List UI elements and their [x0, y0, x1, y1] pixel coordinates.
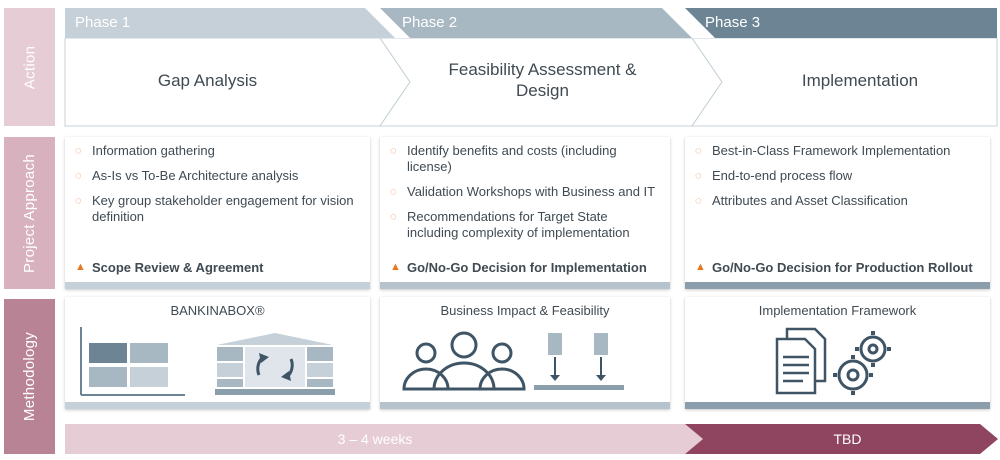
phase-3-action-chevron [691, 38, 998, 127]
bullet-text: Recommendations for Target State includi… [407, 209, 630, 240]
phase-1-method-bar [65, 402, 370, 409]
warning-triangle-icon: ▲ [695, 261, 706, 273]
phase-1-decision-text: Scope Review & Agreement [92, 260, 264, 275]
phase-3-methodology-card: Implementation Framework [685, 297, 990, 409]
warning-triangle-icon: ▲ [390, 261, 401, 273]
phase-2-methodology-card: Business Impact & Feasibility [380, 297, 670, 409]
phase-1-header-shape [65, 8, 395, 38]
phase-2-approach-bar [380, 282, 670, 289]
phase-1-approach-card: ◌ Information gathering ◌ As-Is vs To-Be A… [65, 137, 370, 289]
row-label-approach: Project Approach [4, 137, 55, 289]
phase-2-method-bar [380, 402, 670, 409]
phase-3-action: Implementation [801, 70, 919, 90]
timeline-phase3: TBD [700, 424, 995, 454]
phase-2-header: Phase 2 [380, 8, 692, 38]
phase-1-methodology-card: BANKINABOX® [65, 297, 370, 409]
timeline-phase3-arrow [685, 424, 998, 454]
phase-2-decision-text: Go/No-Go Decision for Implementation [407, 260, 647, 275]
bullet-text: Validation Workshops with Business and I… [407, 184, 656, 199]
list-item: ◌ Attributes and Asset Classification [695, 193, 982, 209]
timeline-phase12: 3 – 4 weeks [65, 424, 685, 454]
phase-2-header-shape [380, 8, 692, 38]
warning-triangle-icon: ▲ [75, 261, 86, 273]
action-chevrons [64, 38, 998, 127]
phase-3-decision: ▲ Go/No-Go Decision for Production Rollou… [695, 260, 973, 275]
bullet-icon: ◌ [390, 145, 397, 157]
bullet-icon: ◌ [75, 145, 82, 157]
phase-2-approach-card: ◌ Identify benefits and costs (including … [380, 137, 670, 289]
bullet-icon: ◌ [75, 195, 82, 207]
phase-1-action: Gap Analysis [157, 70, 258, 90]
phase-3-method-title: Implementation Framework [758, 303, 917, 318]
list-item: ◌ End-to-end process flow [695, 168, 982, 184]
phase-1-approach-bar [65, 282, 370, 289]
list-item: ◌ Key group stakeholder engagement for vi… [75, 193, 362, 225]
phase-3-header: Phase 3 [685, 8, 997, 38]
list-item: ◌ Recommendations for Target State includ… [390, 209, 662, 241]
list-item: ◌ Best-in-Class Framework Implementation [695, 143, 982, 159]
phase-2-bullet-list: ◌ Identify benefits and costs (including … [390, 143, 662, 250]
bullet-text: Identify benefits and costs (including l… [407, 143, 617, 174]
bullet-icon: ◌ [75, 170, 82, 182]
bankinabox-architecture-icon [80, 327, 335, 396]
document-gears-icon [775, 327, 891, 395]
bullet-text: As-Is vs To-Be Architecture analysis [92, 168, 299, 183]
phase-2-label: Phase 2 [402, 14, 458, 31]
phase-1-method-title: BANKINABOX® [170, 303, 265, 318]
timeline-phase3-label: TBD [833, 431, 862, 447]
phase-3-method-bar [685, 402, 990, 409]
phase-2-decision: ▲ Go/No-Go Decision for Implementation [390, 260, 647, 275]
list-item: ◌ Validation Workshops with Business and … [390, 184, 662, 200]
phase-3-approach-card: ◌Best-in-Class Framework Implementation … [685, 137, 990, 289]
bullet-icon: ◌ [390, 211, 397, 223]
bullet-icon: ◌ [390, 186, 397, 198]
phase-1-header: Phase 1 [65, 8, 395, 38]
phase-3-decision-text: Go/No-Go Decision for Production Rollout [712, 260, 973, 275]
bullet-icon: ◌ [695, 145, 702, 157]
list-item: ◌ Identify benefits and costs (including … [390, 143, 662, 175]
bullet-text: Information gathering [92, 143, 215, 158]
timeline-arrows [65, 424, 998, 454]
timeline-phase12-label: 3 – 4 weeks [337, 431, 413, 447]
bullet-text: Best-in-Class Framework Implementation [712, 143, 951, 158]
timeline-phase12-arrow [65, 424, 703, 454]
phase-3-approach-bar [685, 282, 990, 289]
bullet-icon: ◌ [695, 170, 702, 182]
row-label-approach-text: Project Approach [21, 153, 39, 273]
phase-1-label: Phase 1 [75, 14, 131, 31]
phase-1-decision: ▲ Scope Review & Agreement [75, 260, 263, 275]
bullet-text: End-to-end process flow [712, 168, 853, 183]
list-item: ◌ Information gathering [75, 143, 362, 159]
list-item: ◌ As-Is vs To-Be Architecture analysis [75, 168, 362, 184]
bullet-text: Key group stakeholder engagement for vis… [92, 193, 354, 224]
stakeholders-group-icon [402, 331, 624, 391]
row-label-methodology: Methodology [4, 299, 55, 454]
bullet-icon: ◌ [695, 195, 702, 207]
phase-3-label: Phase 3 [705, 14, 761, 31]
phase-2-action: Feasibility Assessment & Design [448, 60, 637, 100]
phase-3-bullet-list: ◌Best-in-Class Framework Implementation … [695, 143, 982, 218]
phase-3-header-shape [685, 8, 997, 38]
row-label-action: Action [4, 8, 55, 126]
phase-2-method-title: Business Impact & Feasibility [440, 303, 610, 318]
bullet-text: Attributes and Asset Classification [712, 193, 908, 208]
row-label-action-text: Action [21, 45, 38, 89]
row-label-methodology-text: Methodology [21, 331, 39, 422]
phase-1-bullet-list: ◌ Information gathering ◌ As-Is vs To-Be A… [75, 143, 362, 234]
